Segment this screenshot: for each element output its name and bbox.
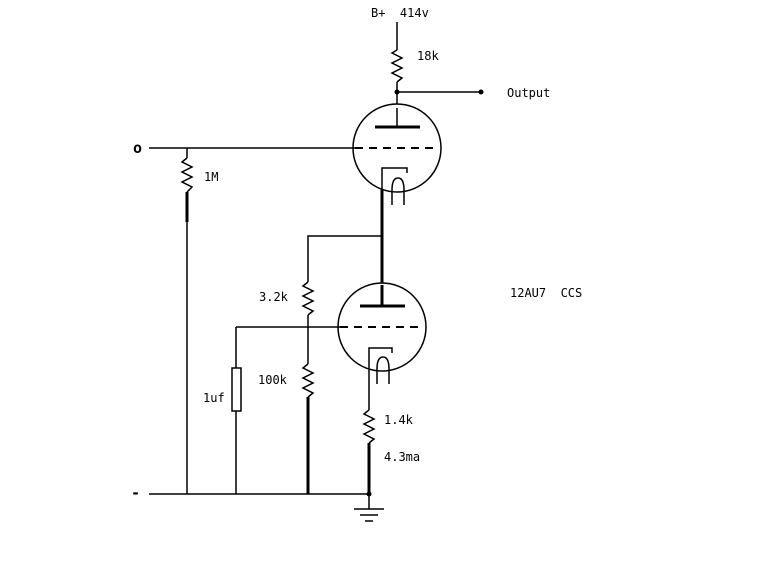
ground-icon — [354, 494, 384, 522]
grid-resistor-label: 1M — [204, 170, 218, 184]
upper-triode — [352, 103, 442, 205]
grid-resistor — [180, 157, 194, 193]
output-terminal — [478, 89, 484, 95]
ccs-label: 12AU7 CCS — [510, 286, 582, 300]
current-label: 4.3ma — [384, 450, 420, 464]
bias-upper-resistor-label: 3.2k — [259, 290, 289, 304]
bias-lower-resistor — [301, 363, 315, 398]
plate-resistor — [390, 49, 404, 83]
plate-resistor-label: 18k — [417, 49, 439, 63]
bypass-capacitor — [231, 367, 242, 412]
lower-triode-heater — [376, 356, 390, 384]
ground-terminal: - — [131, 484, 140, 502]
bias-tap-wire — [307, 235, 382, 282]
bias-upper-resistor — [301, 281, 315, 316]
cathode-resistor — [362, 409, 376, 444]
output-label: Output — [507, 86, 550, 100]
cathode-resistor-label: 1.4k — [384, 413, 414, 427]
bias-lower-resistor-label: 100k — [258, 373, 288, 387]
lower-triode — [337, 282, 427, 384]
upper-triode-cathode — [381, 167, 408, 190]
input-terminal: o — [133, 139, 142, 157]
upper-triode-heater — [391, 177, 405, 205]
supply-label: B+ 414v — [371, 6, 429, 20]
lower-triode-cathode — [368, 347, 393, 375]
bypass-capacitor-label: 1uf — [203, 391, 225, 405]
